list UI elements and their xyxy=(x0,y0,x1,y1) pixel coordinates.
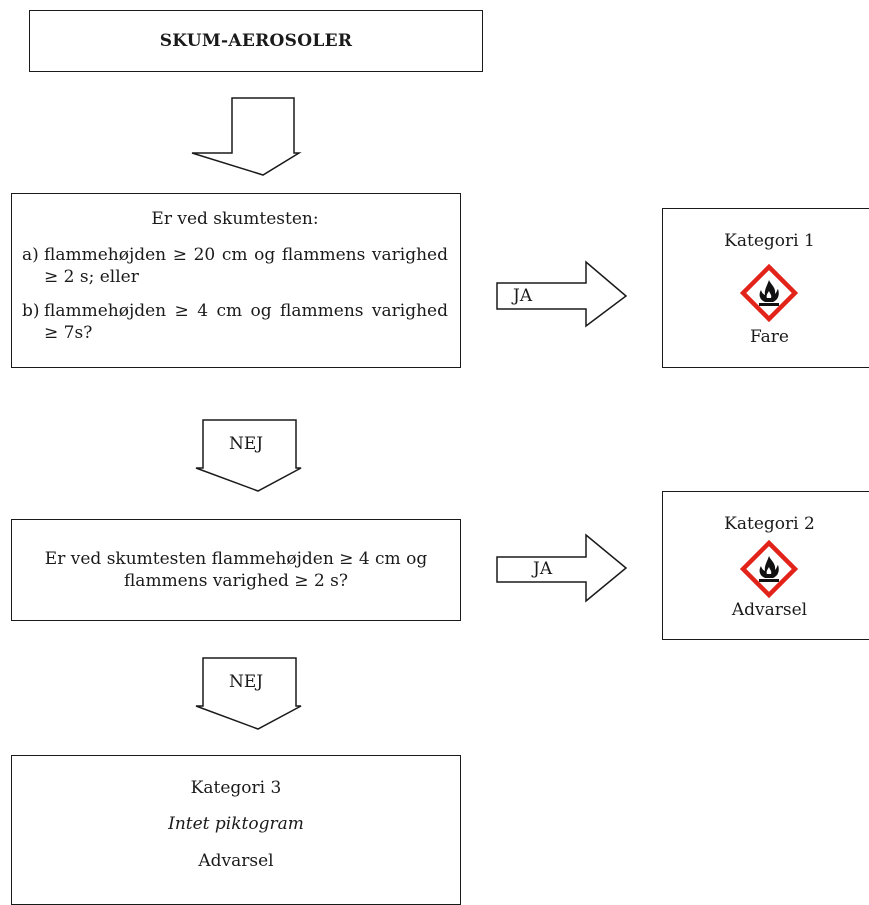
question-1-heading: Er ved skumtesten: xyxy=(151,209,319,229)
no-arrow-1 xyxy=(195,419,302,492)
question-1-item-a: a) flammehøjden ≥ 20 cm og flammens vari… xyxy=(22,244,448,288)
question-2-box: Er ved skumtesten flammehøjden ≥ 4 cm og… xyxy=(11,519,461,621)
category-1-signal-word: Fare xyxy=(750,327,789,347)
title-box: SKUM-AEROSOLER xyxy=(29,10,483,72)
category-3-pictogram-text: Intet piktogram xyxy=(168,814,304,834)
yes-arrow-1 xyxy=(496,260,628,328)
question-2-text: Er ved skumtesten flammehøjden ≥ 4 cm og… xyxy=(44,549,428,591)
category-1-label: Kategori 1 xyxy=(724,231,815,251)
category-2-box: Kategori 2 Advarsel xyxy=(662,491,869,640)
no-arrow-2 xyxy=(195,657,302,730)
category-3-box: Kategori 3 Intet piktogram Advarsel xyxy=(11,755,461,905)
category-3-signal-word: Advarsel xyxy=(198,851,274,871)
no-label-2: NEJ xyxy=(229,672,264,692)
yes-label-1: JA xyxy=(513,286,533,306)
no-label-1: NEJ xyxy=(229,434,264,454)
flame-icon xyxy=(740,540,798,598)
yes-arrow-2 xyxy=(496,533,628,603)
item-text: flammehøjden ≥ 20 cm og flammens varighe… xyxy=(44,245,448,287)
category-2-label: Kategori 2 xyxy=(724,514,815,534)
diagram-title: SKUM-AEROSOLER xyxy=(159,31,353,51)
question-1-box: Er ved skumtesten: a) flammehøjden ≥ 20 … xyxy=(11,193,461,368)
item-label: b) xyxy=(22,301,40,321)
flame-icon xyxy=(740,264,798,322)
question-1-item-b: b) flammehøjden ≥ 4 cm og flammens varig… xyxy=(22,300,448,344)
item-label: a) xyxy=(22,245,39,265)
down-arrow-1 xyxy=(191,97,302,176)
category-3-label: Kategori 3 xyxy=(190,778,282,798)
item-text: flammehøjden ≥ 4 cm og flammens varighed… xyxy=(44,301,448,343)
category-1-box: Kategori 1 Fare xyxy=(662,208,869,368)
category-2-signal-word: Advarsel xyxy=(731,600,808,620)
yes-label-2: JA xyxy=(533,559,553,579)
